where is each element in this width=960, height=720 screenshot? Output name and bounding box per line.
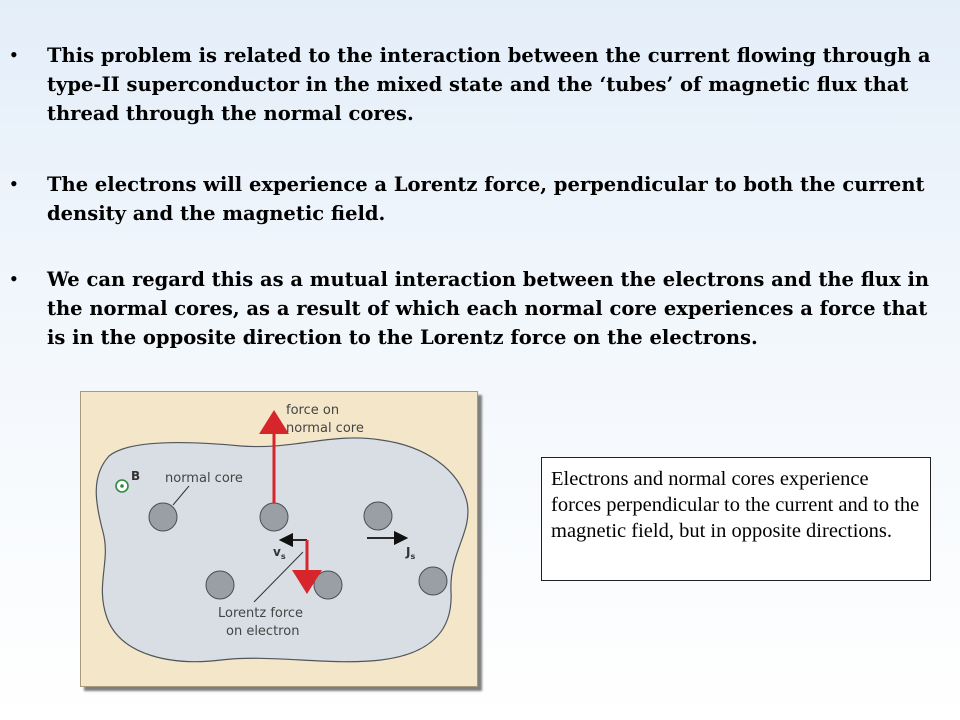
superconductor-diagram: B force on normal core normal core vs Js… — [80, 391, 478, 687]
diagram-svg: B force on normal core normal core vs Js… — [95, 403, 469, 663]
lorentz-leader-line — [253, 551, 304, 603]
normal-core — [148, 502, 178, 532]
label-lorentz-line2: on electron — [226, 624, 299, 639]
bullet-text: This problem is related to the interacti… — [47, 44, 931, 125]
normal-core — [418, 566, 448, 596]
label-js: Js — [405, 545, 415, 561]
label-vs: vs — [273, 545, 286, 561]
label-B: B — [131, 469, 140, 483]
bullet-marker: • — [10, 266, 18, 291]
normal-core — [205, 570, 235, 600]
label-force-line2: normal core — [286, 421, 364, 436]
label-lorentz-line1: Lorentz force — [218, 606, 303, 621]
label-force-line1: force on — [286, 403, 339, 418]
normal-core — [313, 570, 343, 600]
caption-box: Electrons and normal cores experience fo… — [541, 457, 931, 581]
bullet-text: The electrons will experience a Lorentz … — [47, 173, 925, 225]
bullet-marker: • — [10, 171, 18, 196]
normal-core-leader-line — [172, 485, 190, 506]
caption-text: Electrons and normal cores experience fo… — [551, 468, 920, 542]
normal-core — [259, 502, 289, 532]
bullet-marker: • — [10, 42, 18, 67]
normal-core — [363, 501, 393, 531]
bullet-text: We can regard this as a mutual interacti… — [47, 268, 930, 349]
label-normal-core: normal core — [165, 471, 243, 486]
field-dot-icon — [120, 484, 124, 488]
superconductor-sample — [95, 437, 469, 663]
